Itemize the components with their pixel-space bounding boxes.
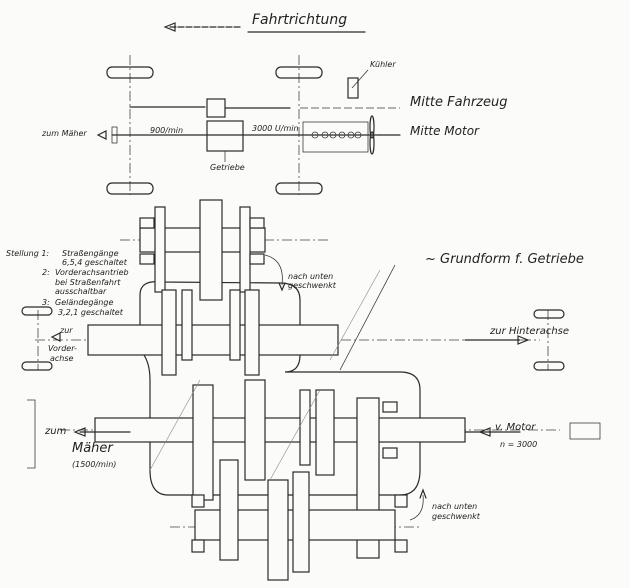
label-from-engine: v. Motor: [495, 422, 536, 433]
label-to-mower-1: zum: [45, 426, 67, 437]
main-shaft: [94, 417, 466, 443]
label-gearbox: Getriebe: [210, 163, 245, 172]
label-to-mower-top: zum Mäher: [42, 129, 87, 138]
label-center-vehicle: Mitte Fahrzeug: [410, 95, 508, 110]
label-center-engine: Mitte Motor: [410, 124, 479, 138]
label-radiator: Kühler: [370, 60, 396, 69]
swivel-lower-line2: geschwenkt: [432, 512, 480, 521]
engine-block: [302, 121, 369, 153]
position-2-label: 2:: [42, 268, 50, 277]
front-axle-line1: zur: [60, 326, 73, 335]
wheel-front-left: [106, 66, 154, 79]
radiator: [347, 77, 359, 99]
position-2-detail2: ausschaltbar: [55, 287, 107, 296]
gearbox-title: ~ Grundform f. Getriebe: [425, 252, 584, 267]
label-to-rear-axle: zur Hinterachse: [490, 326, 570, 337]
front-axle-line2: Vorder-: [48, 344, 77, 353]
gearbox-section: [21, 199, 601, 581]
position-1-detail: 6,5,4 geschaltet: [62, 258, 127, 267]
position-1-label: Stellung 1:: [6, 249, 50, 258]
label-mower-speed: (1500/min): [72, 460, 117, 469]
position-2-detail: bei Straßenfahrt: [55, 278, 121, 287]
position-3-text: Geländegänge: [55, 298, 114, 307]
wheel-rear-right: [275, 182, 323, 195]
direction-arrow: [163, 22, 366, 33]
position-3-detail: 3,2,1 geschaltet: [58, 308, 123, 317]
label-engine-speed: 3000 U/min: [252, 124, 299, 133]
front-axle-shaft: [87, 324, 339, 356]
position-2-text: Vorderachsantrieb: [55, 268, 129, 277]
position-1-text: Straßengänge: [62, 249, 119, 258]
wheel-front-right: [106, 182, 154, 195]
front-axle-line3: achse: [50, 354, 74, 363]
swivel-upper-line1: nach unten: [288, 272, 334, 281]
swivel-upper-line2: geschwenkt: [288, 281, 336, 290]
direction-title: Fahrtrichtung: [252, 12, 348, 28]
transfer-case: [206, 98, 226, 118]
vehicle-layout: [96, 55, 401, 195]
label-to-mower-2: Mäher: [72, 441, 113, 456]
wheel-rear-left: [275, 66, 323, 79]
swivel-lower-line1: nach unten: [432, 502, 478, 511]
label-engine-rpm: n = 3000: [500, 440, 538, 449]
gearbox-box: [206, 120, 244, 152]
position-3-label: 3:: [42, 298, 50, 307]
label-mower-shaft-speed: 900/min: [150, 126, 184, 135]
